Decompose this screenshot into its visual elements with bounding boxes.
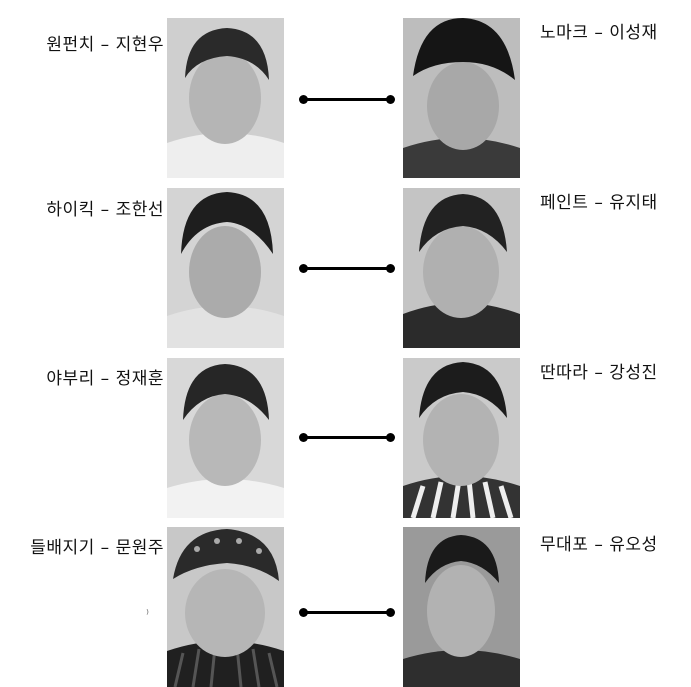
right-label-1: 노마크 – 이성재 [540,23,658,43]
portrait-left-1 [167,18,284,178]
left-label-1: 원펀치 – 지현우 [46,35,164,55]
portrait-left-3 [167,358,284,518]
portrait-right-4 [403,527,520,687]
portrait-right-1 [403,18,520,178]
portrait-left-4 [167,527,284,687]
portrait-left-2 [167,188,284,348]
right-label-2: 페인트 – 유지태 [540,193,658,213]
left-label-4: 들배지기 – 문원주 [30,538,164,558]
right-label-4: 무대포 – 유오성 [540,535,658,555]
left-label-3: 야부리 – 정재훈 [46,369,164,389]
connector-4 [299,607,395,617]
connector-1 [299,94,395,104]
stray-mark: ⁾ [146,607,149,621]
portrait-right-2 [403,188,520,348]
connector-2 [299,263,395,273]
right-label-3: 딴따라 – 강성진 [540,363,658,383]
portrait-right-3 [403,358,520,518]
connector-3 [299,432,395,442]
left-label-2: 하이킥 – 조한선 [46,200,164,220]
